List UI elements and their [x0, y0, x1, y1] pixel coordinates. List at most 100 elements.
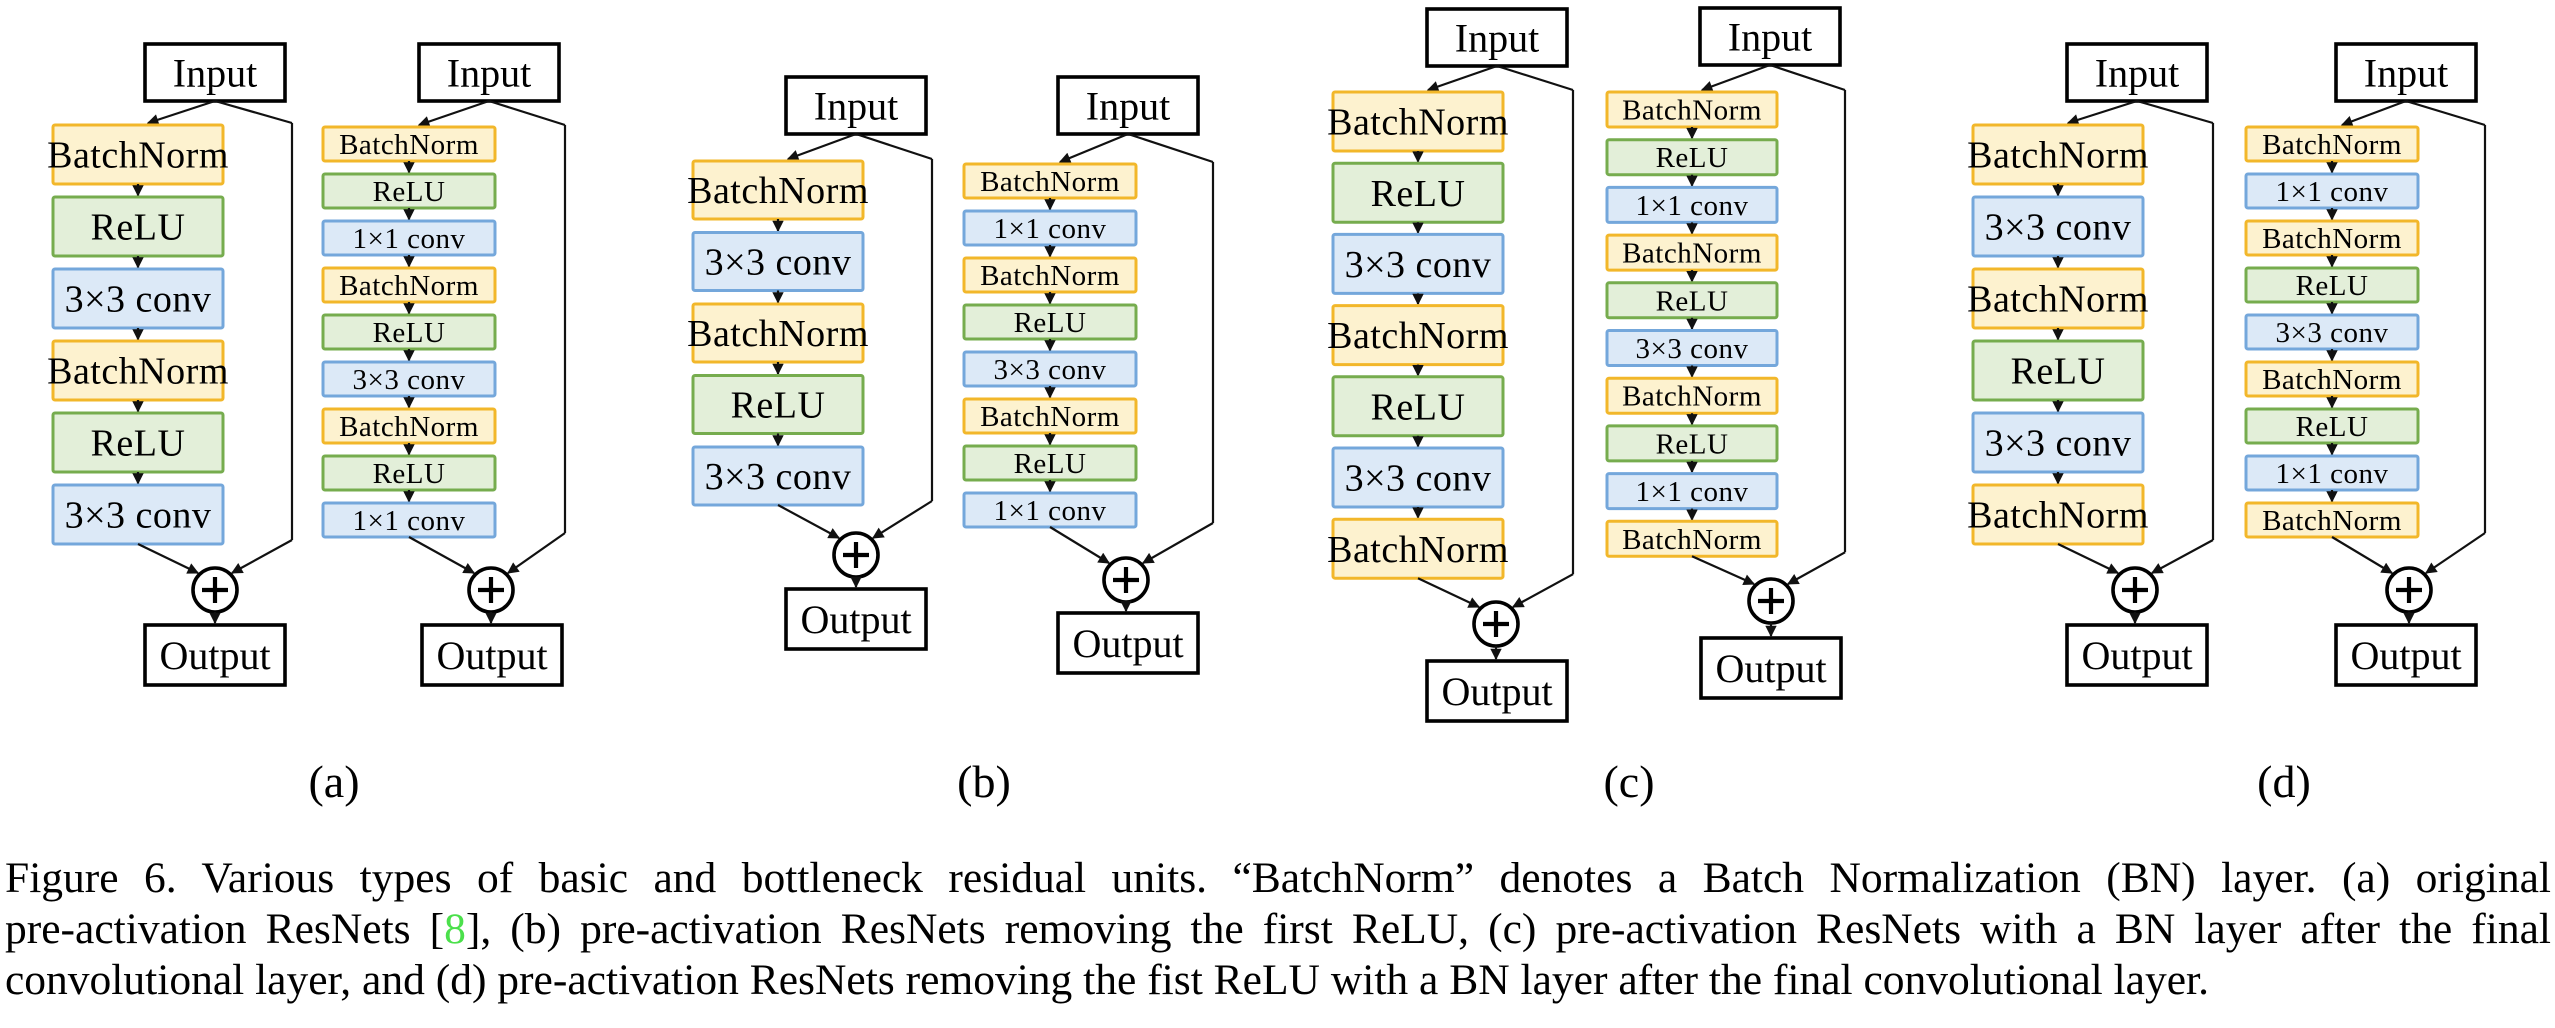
output-label: Output — [2081, 633, 2192, 678]
layer-label: 3×3 conv — [705, 456, 852, 498]
flow-arrow — [417, 99, 490, 128]
caption-text: Figure 6. Various types of basic and bot… — [5, 854, 2551, 902]
input-label: Input — [173, 51, 257, 96]
output-box — [1056, 611, 1200, 675]
layer-label: BatchNorm — [339, 411, 479, 443]
layer-label: BatchNorm — [2262, 505, 2402, 537]
flow-arrow — [1058, 132, 1129, 164]
layer-label: 3×3 conv — [65, 495, 212, 537]
input-box — [1056, 75, 1200, 136]
subfigure-label: (c) — [1603, 756, 1654, 807]
layer-label: BatchNorm — [1967, 135, 2149, 177]
skip-connection-line — [488, 99, 566, 127]
layer-label: ReLU — [731, 385, 826, 427]
layer-label: 1×1 conv — [2276, 176, 2389, 208]
flow-arrow — [786, 132, 857, 161]
layer-label: 3×3 conv — [353, 364, 466, 396]
layer-label: BatchNorm — [339, 129, 479, 161]
input-label: Input — [447, 51, 531, 96]
layer-label: 3×3 conv — [65, 279, 212, 321]
citation-link[interactable]: 8 — [444, 905, 466, 953]
flow-arrow — [2057, 543, 2120, 574]
flow-arrow — [1426, 64, 1498, 93]
input-box — [1425, 7, 1569, 68]
subfigure-label: (a) — [308, 756, 359, 807]
skip-connection-arrow — [1142, 522, 1214, 564]
layer-label: BatchNorm — [687, 170, 869, 212]
layer-label: BatchNorm — [980, 260, 1120, 292]
flow-arrow — [1049, 526, 1110, 564]
skip-connection-arrow — [872, 500, 933, 539]
layer-label: 3×3 conv — [705, 242, 852, 284]
layer-label: 1×1 conv — [353, 505, 466, 537]
layer-label: ReLU — [1014, 307, 1087, 339]
skip-connection-line — [1769, 63, 1846, 92]
input-label: Input — [1728, 15, 1812, 60]
layer-label: ReLU — [91, 207, 186, 249]
output-box — [420, 623, 564, 687]
caption-line-1: Figure 6. Various types of basic and bot… — [5, 853, 2551, 904]
output-label: Output — [1441, 669, 1552, 714]
skip-connection-line — [1496, 64, 1574, 92]
output-label: Output — [1715, 646, 1826, 691]
output-label: Output — [159, 633, 270, 678]
layer-label: ReLU — [2296, 270, 2369, 302]
skip-connection-line — [214, 99, 293, 125]
layer-label: BatchNorm — [980, 166, 1120, 198]
skip-connection-arrow — [507, 532, 566, 574]
input-label: Input — [1455, 16, 1539, 61]
input-label: Input — [2364, 51, 2448, 96]
layer-label: 1×1 conv — [994, 213, 1107, 245]
output-box — [1425, 659, 1569, 723]
layer-label: BatchNorm — [2262, 129, 2402, 161]
layer-label: 3×3 conv — [1985, 207, 2132, 249]
caption-text: pre-activation ResNets [ — [5, 905, 445, 953]
layer-label: 3×3 conv — [1985, 423, 2132, 465]
layer-label: BatchNorm — [1622, 524, 1762, 556]
flow-arrow — [2340, 99, 2407, 127]
skip-connection-arrow — [1511, 573, 1574, 608]
layer-label: BatchNorm — [1327, 529, 1509, 571]
input-label: Input — [1086, 84, 1170, 129]
output-box — [1699, 636, 1843, 700]
layer-label: 3×3 conv — [2276, 317, 2389, 349]
layer-label: 1×1 conv — [1636, 190, 1749, 222]
layer-label: BatchNorm — [2262, 223, 2402, 255]
layer-label: 3×3 conv — [1345, 458, 1492, 500]
input-box — [2334, 42, 2478, 103]
layer-label: BatchNorm — [1622, 238, 1762, 270]
layer-label: ReLU — [373, 317, 446, 349]
layer-label: ReLU — [91, 423, 186, 465]
caption-text: convolutional layer, and (d) pre-activat… — [5, 956, 2209, 1004]
skip-connection-line — [2405, 99, 2486, 127]
flow-arrow — [777, 504, 841, 539]
layer-label: 3×3 conv — [1345, 244, 1492, 286]
flow-arrow — [408, 536, 476, 574]
layer-label: BatchNorm — [1327, 102, 1509, 144]
layer-label: ReLU — [373, 176, 446, 208]
flow-arrow — [1691, 555, 1756, 586]
layer-label: BatchNorm — [1327, 315, 1509, 357]
output-box — [143, 623, 287, 687]
skip-connection-arrow — [1787, 551, 1846, 585]
layer-label: BatchNorm — [1967, 495, 2149, 537]
layer-label: ReLU — [1371, 386, 1466, 428]
flow-arrow — [1417, 577, 1481, 608]
output-label: Output — [436, 633, 547, 678]
subfigure-label: (d) — [2257, 756, 2311, 807]
flow-arrow — [2331, 536, 2393, 574]
output-box — [2334, 623, 2478, 687]
output-label: Output — [2350, 633, 2461, 678]
output-label: Output — [800, 597, 911, 642]
layer-label: ReLU — [1656, 428, 1729, 460]
layer-label: BatchNorm — [2262, 364, 2402, 396]
input-label: Input — [2095, 51, 2179, 96]
skip-connection-line — [2136, 99, 2214, 125]
layer-label: 1×1 conv — [353, 223, 466, 255]
skip-connection-arrow — [2150, 539, 2214, 574]
output-box — [2065, 623, 2209, 687]
caption-line-2: pre-activation ResNets [8], (b) pre-acti… — [5, 904, 2551, 955]
layer-label: BatchNorm — [47, 135, 229, 177]
layer-label: ReLU — [1014, 448, 1087, 480]
skip-connection-line — [855, 132, 933, 161]
